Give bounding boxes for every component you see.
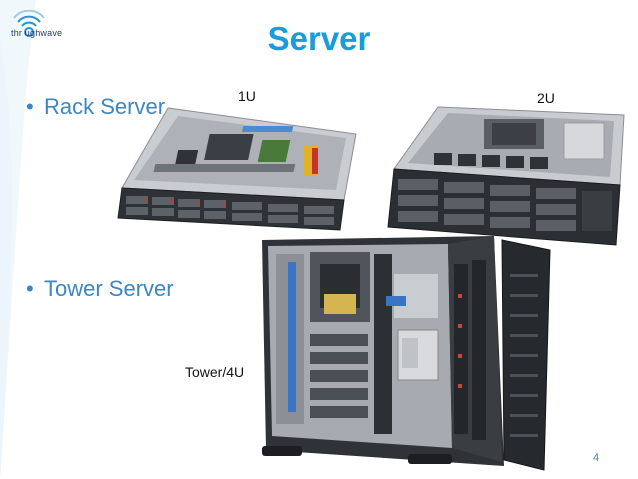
tower-server-image bbox=[262, 236, 551, 471]
bullet-tower-server: •Tower Server bbox=[26, 276, 174, 301]
slide-title: Server bbox=[267, 20, 371, 57]
logo-text: thr ughwave bbox=[11, 28, 63, 38]
bullet-rack-server: •Rack Server bbox=[26, 94, 166, 119]
label-tower: Tower/4U bbox=[185, 364, 245, 380]
rack-server-1u-image bbox=[117, 107, 357, 231]
page-number: 4 bbox=[593, 452, 600, 464]
company-logo bbox=[10, 9, 90, 52]
bullet-text: Tower Server bbox=[44, 276, 174, 301]
signal-wave-icon bbox=[13, 9, 45, 37]
rack-server-2u-image bbox=[387, 106, 625, 246]
label-2u: 2U bbox=[537, 90, 555, 106]
label-1u: 1U bbox=[238, 88, 256, 104]
bullet-text: Rack Server bbox=[44, 94, 166, 119]
